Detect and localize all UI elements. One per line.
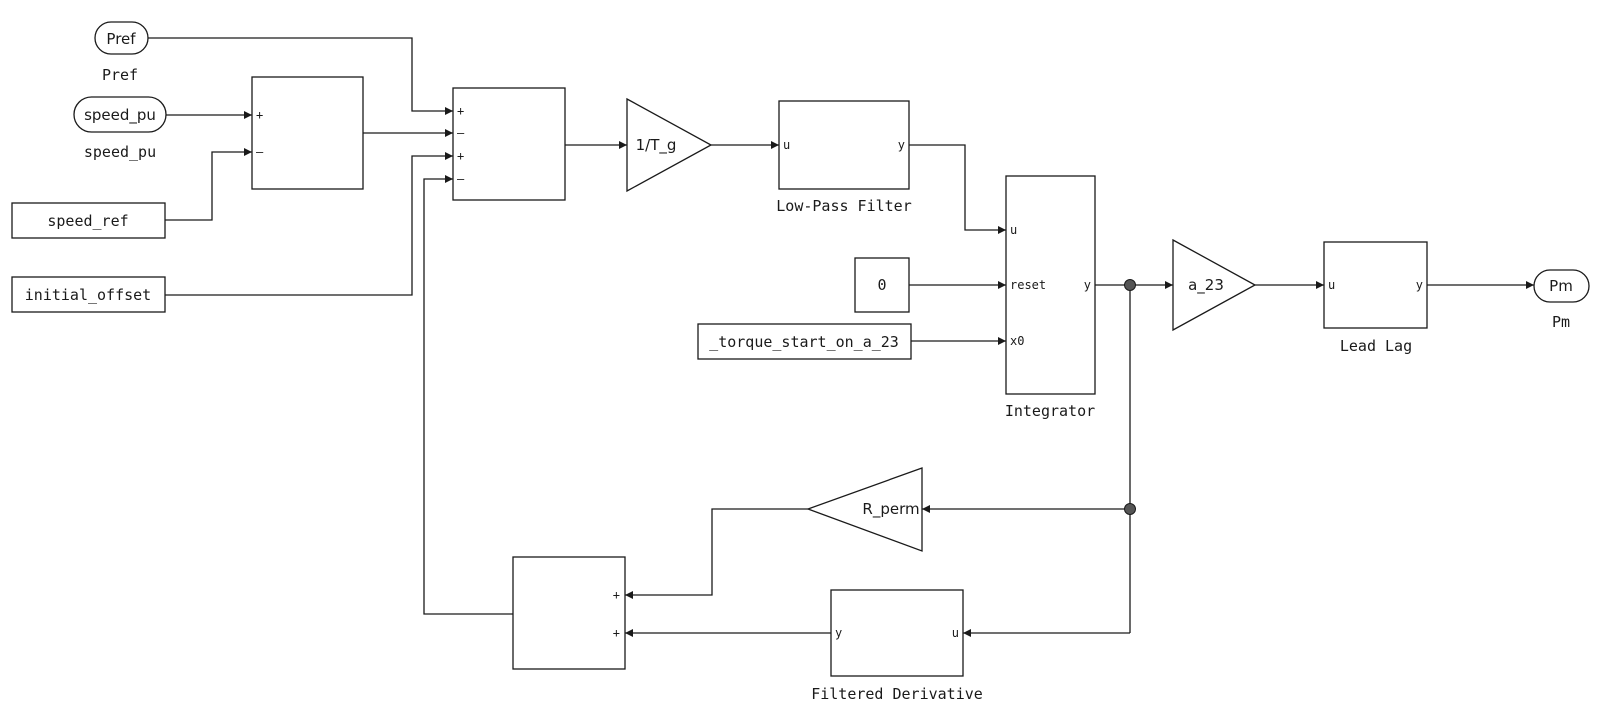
speed-pu-inport[interactable]: speed_pu	[73, 96, 167, 133]
torque-start-constant[interactable]: _torque_start_on_a_23	[697, 323, 912, 360]
low-pass-filter-out-port: y	[898, 138, 905, 152]
integrator-port-x0: x0	[1010, 334, 1024, 348]
sum-block-speed-error[interactable]: + –	[251, 76, 364, 190]
filtered-derivative-in-port: u	[952, 626, 959, 640]
wires	[148, 37, 1534, 637]
lead-lag-in-port: u	[1328, 278, 1335, 292]
wire-offset-to-sum2	[165, 152, 453, 296]
pref-inport[interactable]: Pref	[94, 21, 149, 55]
gain-1-over-tg-label: 1/T_g	[636, 136, 677, 155]
low-pass-filter[interactable]: u y	[778, 100, 910, 190]
filtered-derivative-out-port: y	[835, 626, 842, 640]
filtered-derivative-block[interactable]: y u	[830, 589, 964, 677]
zero-constant[interactable]: 0	[854, 257, 910, 313]
wire-speedref-to-sum1	[165, 148, 252, 221]
lead-lag-out-port: y	[1416, 278, 1423, 292]
speed-pu-inport-caption: speed_pu	[84, 143, 156, 161]
initial-offset-constant[interactable]: initial_offset	[11, 276, 166, 313]
integrator-block[interactable]: u reset x0 y	[1005, 175, 1096, 395]
speed-ref-constant-label: speed_ref	[47, 212, 128, 230]
pm-outport-label: Pm	[1549, 277, 1573, 295]
integrator-out-port: y	[1084, 278, 1091, 292]
sum2-sign-4: –	[457, 172, 465, 186]
wire-feedback-to-sum2	[423, 175, 513, 615]
gain-a23-label: a_23	[1188, 276, 1224, 295]
sum2-sign-2: –	[457, 126, 465, 140]
pm-outport[interactable]: Pm	[1533, 269, 1590, 303]
low-pass-filter-caption: Low-Pass Filter	[776, 197, 911, 215]
gain-r-perm-label: R_perm	[862, 500, 919, 519]
sum2-sign-3: +	[457, 149, 464, 163]
low-pass-filter-in-port: u	[783, 138, 790, 152]
wire-pref-to-sum2	[148, 37, 453, 115]
lead-lag-block[interactable]: u y	[1323, 241, 1428, 329]
zero-constant-label: 0	[877, 276, 886, 294]
integrator-caption: Integrator	[1005, 402, 1095, 420]
speed-ref-constant[interactable]: speed_ref	[11, 202, 166, 239]
branch-point-bottom	[1124, 503, 1136, 515]
wire-rperm-to-sum3	[625, 508, 808, 599]
sum1-sign-1: +	[256, 108, 263, 122]
gain-r-perm[interactable]: R_perm	[806, 467, 923, 552]
initial-offset-constant-label: initial_offset	[25, 286, 151, 304]
filtered-derivative-caption: Filtered Derivative	[811, 685, 983, 703]
pref-inport-caption: Pref	[102, 66, 138, 84]
gain-1-over-tg[interactable]: 1/T_g	[626, 97, 713, 193]
sum3-sign-1: +	[613, 588, 620, 602]
sum1-sign-2: –	[256, 145, 264, 159]
speed-pu-inport-label: speed_pu	[84, 106, 156, 125]
integrator-port-reset: reset	[1010, 278, 1046, 292]
sum3-sign-2: +	[613, 626, 620, 640]
pm-outport-caption: Pm	[1552, 313, 1570, 331]
pref-inport-label: Pref	[106, 30, 136, 48]
lead-lag-caption: Lead Lag	[1340, 337, 1412, 355]
sum2-sign-1: +	[457, 104, 464, 118]
sum-block-feedback[interactable]: + +	[512, 556, 626, 670]
sum-block-main[interactable]: + – + –	[452, 87, 566, 201]
gain-a23[interactable]: a_23	[1172, 238, 1257, 332]
torque-start-constant-label: _torque_start_on_a_23	[709, 333, 899, 351]
integrator-port-u: u	[1010, 223, 1017, 237]
wire-lowpass-to-integrator	[909, 144, 1006, 234]
branch-point-top	[1124, 279, 1136, 291]
